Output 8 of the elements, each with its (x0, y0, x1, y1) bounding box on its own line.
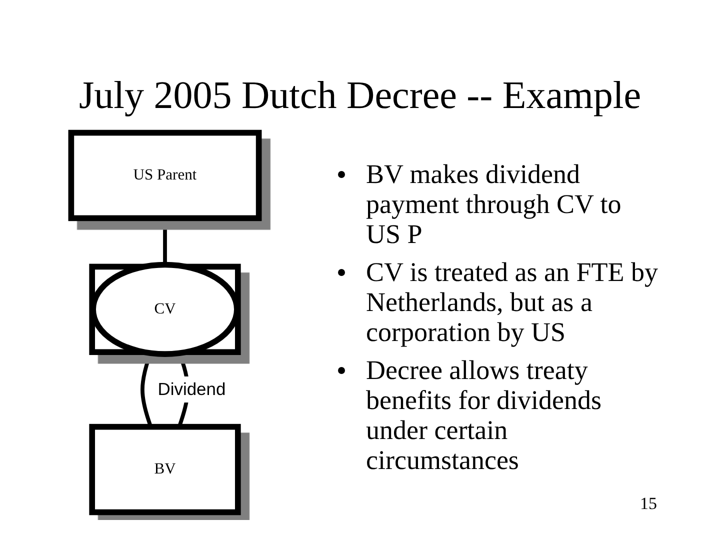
bullet-text: BV makes dividend payment through CV to US P (366, 159, 622, 249)
slide-title: July 2005 Dutch Decree -- Example (78, 73, 642, 119)
page-number: 15 (640, 494, 657, 514)
bullet-text: Decree allows treaty benefits for dividends under certain circumstances (366, 355, 602, 475)
edge-label: Dividend (158, 379, 226, 399)
node-box: BV (89, 424, 241, 516)
bullet-text: CV is treated as an FTE by Netherlands, but as a corporation by US (366, 257, 659, 347)
node-box: US Parent (68, 130, 262, 222)
